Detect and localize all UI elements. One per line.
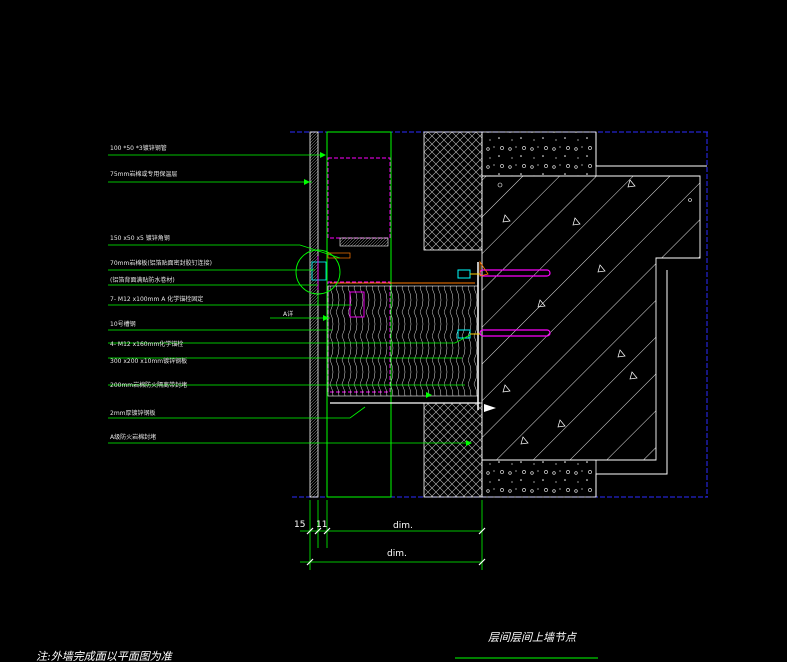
label-insulation-75: 75mm岩棉或专用保温层 (110, 170, 177, 178)
callout-label: A详 (283, 310, 293, 318)
label-a-grade-rockwool: A级防火岩棉封堵 (110, 433, 156, 441)
label-anchor-m12x160: 4- M12 x160mm化学锚栓 (110, 340, 183, 348)
label-channel-steel: 10号槽钢 (110, 320, 136, 328)
label-angle-steel: 150 x50 x5 镀锌角钢 (110, 234, 170, 242)
label-steel-plate: 300 x200 x10mm镀锌钢板 (110, 357, 187, 365)
concrete-slab (481, 131, 707, 498)
label-steel-pipe: 100 *50 *3镀锌钢管 (110, 144, 167, 152)
label-fire-barrier: 200mm岩棉防火隔离带封堵 (110, 381, 187, 389)
drawing-note: 注:外墙完成面以平面图为准 (36, 650, 174, 662)
dim-upper: dim. (393, 521, 413, 531)
leader-arrows (304, 152, 472, 446)
drawing-title: 层间层间上墙节点 (488, 631, 578, 644)
dim-lower: dim. (387, 549, 407, 559)
masonry-block (423, 131, 483, 498)
label-waterproof: (铝箔背面满贴防水卷材) (110, 276, 175, 284)
label-rockwool-70: 70mm岩棉板(铝箔贴面密封胶钉连接) (110, 259, 212, 267)
label-anchor-m12x100: 7- M12 x100mm A 化学锚栓固定 (110, 295, 203, 303)
anchor-bolts (457, 260, 551, 412)
dim-value-15: 15 (294, 520, 305, 530)
annotation-labels: 100 *50 *3镀锌钢管 75mm岩棉或专用保温层 150 x50 x5 镀… (110, 144, 293, 441)
dim-value-11: 11 (316, 520, 327, 530)
label-galvanized-sheet: 2mm厚镀锌钢板 (110, 409, 156, 417)
cladding-panel (309, 131, 319, 498)
dimension-lines (300, 500, 483, 570)
leader-lines (108, 154, 471, 444)
dimension-ticks (306, 527, 486, 566)
insulation-column (326, 131, 480, 498)
